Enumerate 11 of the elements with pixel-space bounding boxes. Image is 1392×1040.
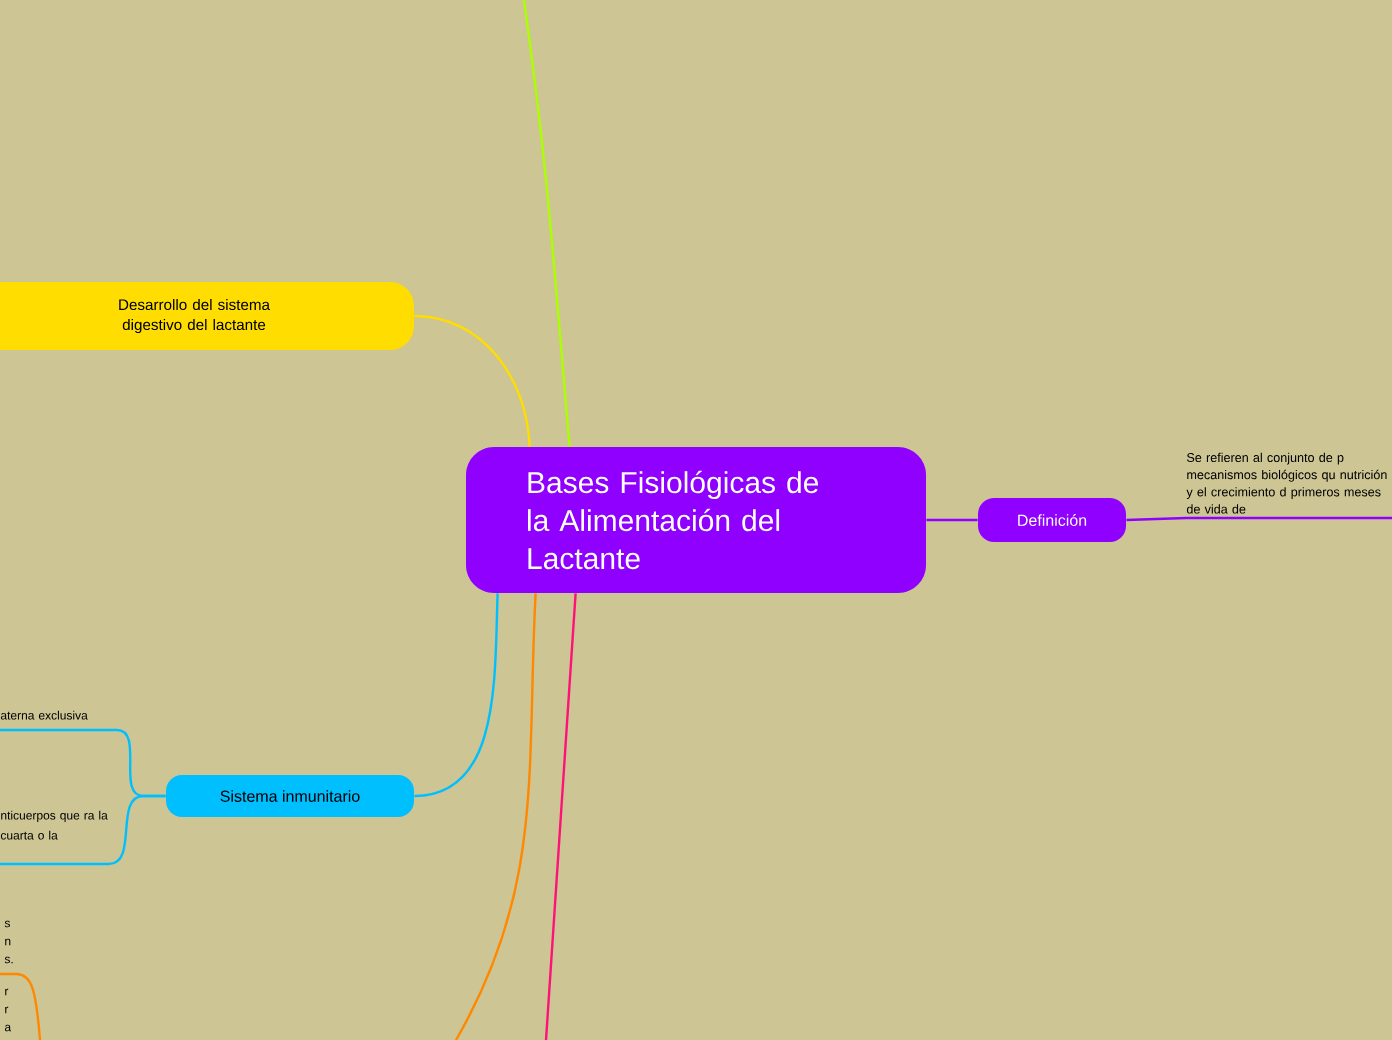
branch-line: [414, 593, 499, 798]
branch-line: [454, 593, 537, 1040]
branch-line: [522, 0, 571, 447]
branch-line: [414, 314, 531, 447]
subtopic-box: Definición: [978, 498, 1126, 542]
branch-line: [0, 794, 166, 866]
branch-line: [1126, 516, 1392, 522]
branch-line: [544, 593, 577, 1040]
topic-box: Bases Fisiológicas de la Alimentación del Lactante: [466, 447, 926, 593]
subtopic-box: Sistema inmunitario: [166, 775, 414, 817]
branch-line: [926, 518, 978, 522]
